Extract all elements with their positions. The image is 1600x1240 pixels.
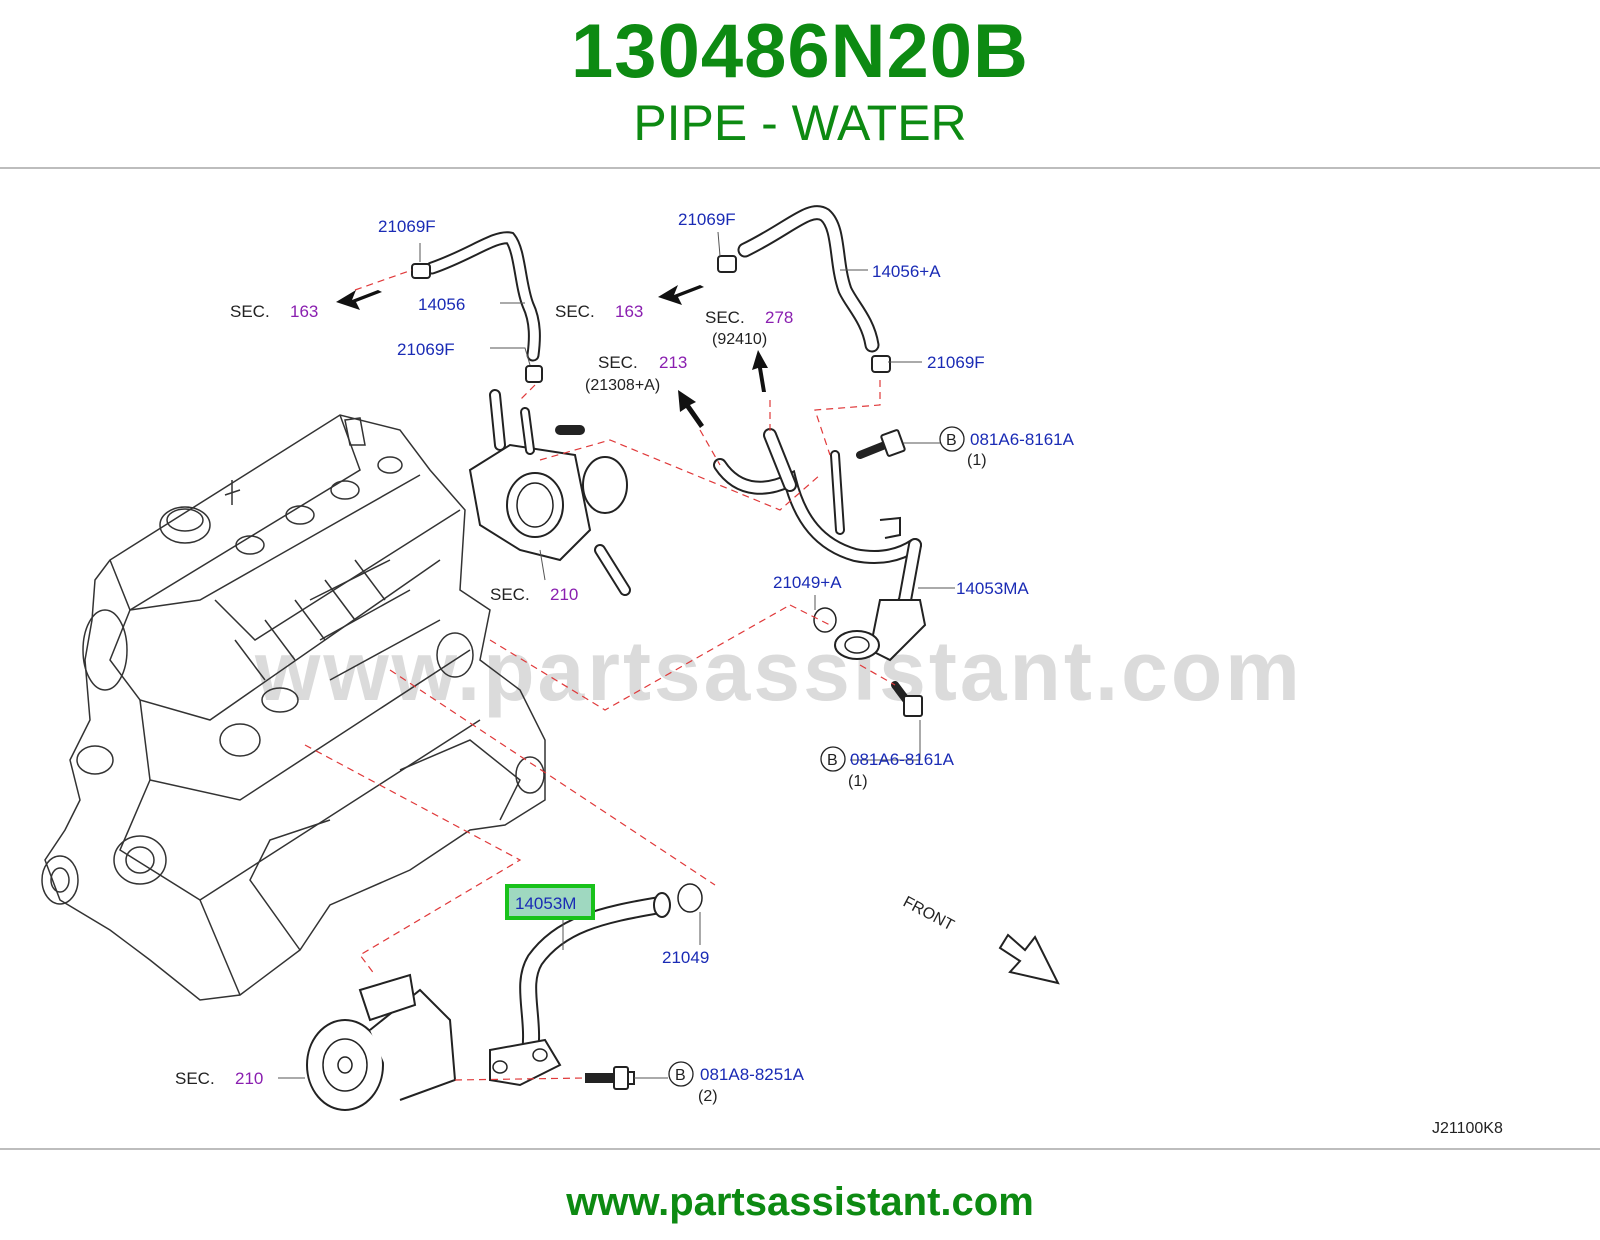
label-14053m: 14053M — [515, 894, 576, 913]
label-14056-a: 14056+A — [872, 262, 941, 281]
svg-text:210: 210 — [550, 585, 578, 604]
arrow-icon — [752, 350, 768, 392]
front-label: FRONT — [900, 894, 957, 935]
bolt-marker-2 — [820, 746, 846, 772]
label-21069f-4: 21069F — [927, 353, 985, 372]
section-ref-210-b: SEC. 210 — [175, 1069, 263, 1088]
top-divider — [0, 167, 1600, 169]
label-14053ma: 14053MA — [956, 579, 1029, 598]
thermostat-housing — [468, 389, 631, 596]
arrow-icon — [658, 285, 704, 305]
label-bolt-081a8: 081A8-8251A — [700, 1065, 805, 1084]
label-bolt-081a6-2: 081A6-8161A — [850, 750, 955, 769]
bottom-divider — [0, 1148, 1600, 1150]
bolt-marker-1 — [939, 426, 965, 452]
arrow-icon — [678, 390, 704, 428]
bolt-marker-2-text: B — [827, 752, 838, 769]
svg-text:163: 163 — [290, 302, 318, 321]
footer-url[interactable]: www.partsassistant.com — [566, 1180, 1034, 1224]
label-bolt-081a6-1: 081A6-8161A — [970, 430, 1075, 449]
svg-text:SEC.: SEC. — [598, 353, 638, 372]
header: 130486N20B PIPE - WATER — [0, 0, 1600, 168]
svg-text:SEC.: SEC. — [490, 585, 530, 604]
front-arrow-icon: FRONT — [900, 894, 1060, 985]
part-name: PIPE - WATER — [633, 95, 967, 151]
svg-text:213: 213 — [659, 353, 687, 372]
watermark-text: www.partsassistant.com — [254, 624, 1303, 718]
leader-lines — [278, 231, 955, 1079]
engine-block — [41, 414, 546, 1001]
label-14056: 14056 — [418, 295, 465, 314]
hose-14056-a — [717, 205, 891, 373]
svg-text:(92410): (92410) — [712, 331, 767, 348]
highlight-box — [505, 884, 595, 920]
bolt-marker-1-text: B — [946, 432, 957, 449]
water-pump — [306, 973, 457, 1111]
label-21049a: 21049+A — [773, 573, 842, 592]
label-21049: 21049 — [662, 948, 709, 967]
direction-arrows — [336, 285, 768, 428]
clamp-icon — [525, 365, 543, 383]
oring-21049a — [813, 607, 837, 633]
section-ref-213: SEC. 213 (21308+A) — [585, 353, 687, 394]
section-ref-163-a: SEC. 163 — [230, 302, 318, 321]
bolt-081a6-upper — [856, 429, 906, 459]
bolt-marker-3-text: B — [675, 1067, 686, 1084]
diagram-code: J21100K8 — [1432, 1120, 1503, 1137]
section-ref-278: SEC. 278 (92410) — [705, 308, 793, 348]
label-21069f-3: 21069F — [678, 210, 736, 229]
svg-text:(21308+A): (21308+A) — [585, 377, 660, 394]
hose-14056 — [411, 231, 543, 383]
bolt-081a6-lower — [891, 681, 923, 717]
svg-text:SEC.: SEC. — [555, 302, 595, 321]
label-21069f-2: 21069F — [397, 340, 455, 359]
svg-text:SEC.: SEC. — [175, 1069, 215, 1088]
clamp-icon — [411, 263, 431, 279]
section-ref-210-a: SEC. 210 — [490, 585, 578, 604]
svg-text:163: 163 — [615, 302, 643, 321]
label-bolt-081a6-1-qty: (1) — [967, 452, 987, 469]
label-21069f-1: 21069F — [378, 217, 436, 236]
svg-text:210: 210 — [235, 1069, 263, 1088]
oring-21049 — [677, 883, 703, 913]
label-bolt-081a6-2-qty: (1) — [848, 773, 868, 790]
bolt-081a8 — [585, 1066, 635, 1090]
clamp-icon — [871, 355, 891, 373]
svg-text:SEC.: SEC. — [705, 308, 745, 327]
part-number: 130486N20B — [571, 9, 1029, 94]
svg-text:278: 278 — [765, 308, 793, 327]
label-bolt-081a8-qty: (2) — [698, 1088, 718, 1105]
pipe-14053ma — [713, 428, 927, 662]
arrow-icon — [336, 290, 382, 310]
assembly-lines — [304, 269, 896, 1081]
pipe-14053m — [489, 892, 671, 1087]
clamp-icon — [717, 255, 737, 273]
bolt-marker-3 — [668, 1061, 694, 1087]
svg-text:SEC.: SEC. — [230, 302, 270, 321]
section-ref-163-b: SEC. 163 — [555, 302, 643, 321]
